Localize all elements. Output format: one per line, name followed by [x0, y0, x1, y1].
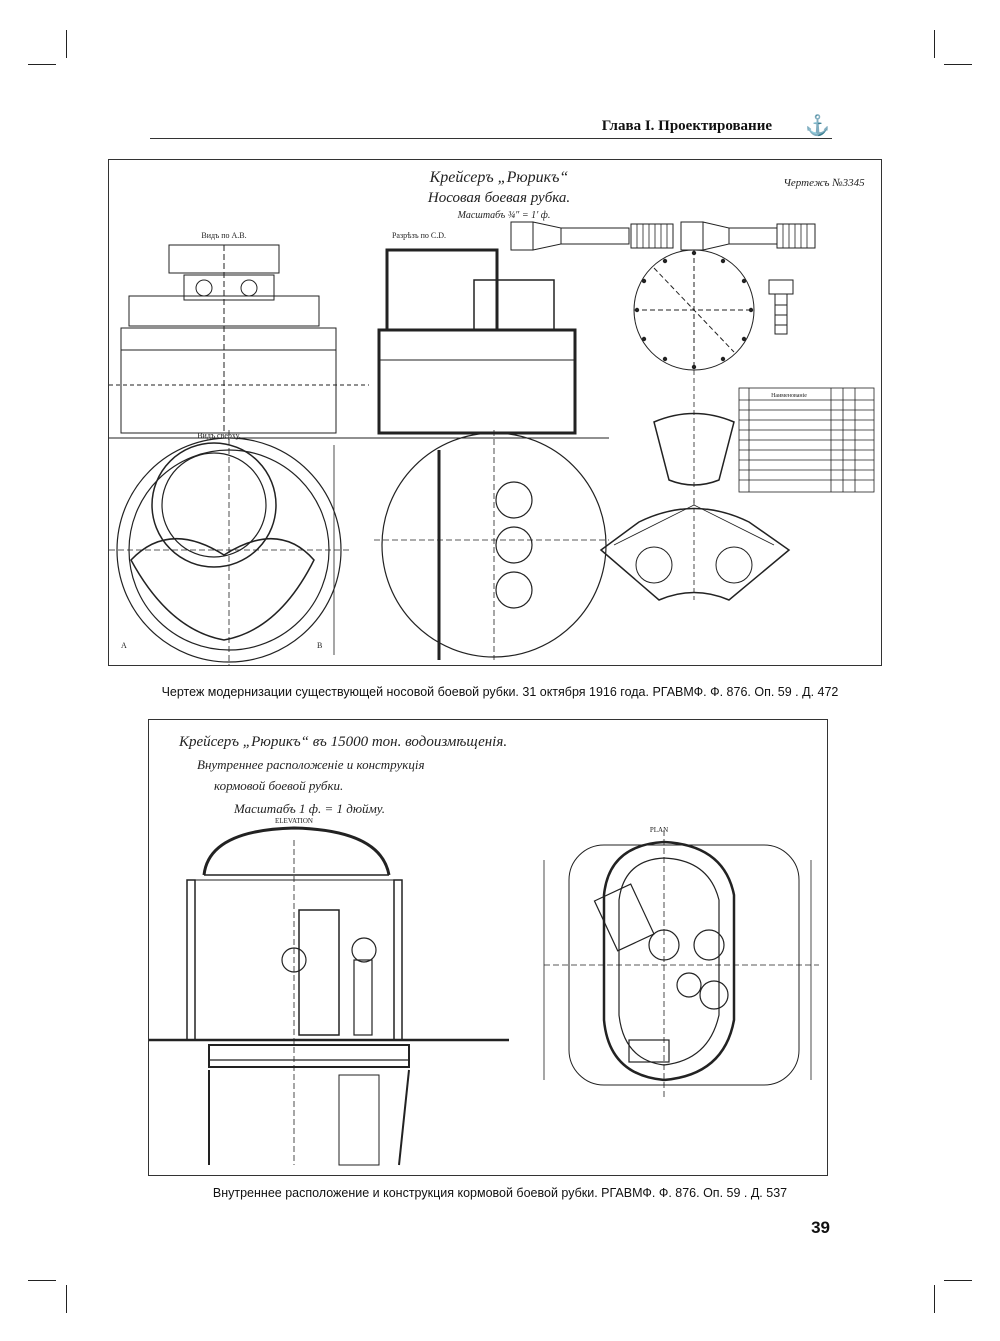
crop-mark [944, 1280, 972, 1281]
drawing-number: Чертежъ №3345 [783, 177, 865, 189]
crop-mark [934, 1285, 935, 1313]
crop-mark [28, 1280, 56, 1281]
drawing-2-svg: Крейсеръ „Рюрикъ“ въ 15000 тон. водоизмѣ… [149, 734, 819, 1166]
elevation-label: ELEVATION [275, 817, 313, 825]
crop-mark [944, 64, 972, 65]
crop-mark [934, 30, 935, 58]
drawing2-subtitle: Внутреннее расположенiе и конструкцiя [197, 757, 425, 772]
anchor-icon: ⚓ [805, 115, 830, 137]
section-label-cd: Разрѣзъ по С.D. [392, 231, 446, 240]
figure-caption-2: Внутреннее расположение и конструкция ко… [212, 1186, 788, 1200]
figure-bow-conning-tower-drawing: Крейсеръ „Рюрикъ“ Носовая боевая рубка. … [108, 159, 882, 666]
crop-mark [28, 64, 56, 65]
figure-caption-1: Чертеж модернизации существующей носовой… [161, 685, 839, 699]
drawing2-subtitle-2: кормовой боевой рубки. [214, 778, 343, 793]
running-header: Глава I. Проектирование ⚓ [150, 112, 832, 139]
section-marker-b: В [317, 641, 322, 650]
crop-mark [66, 30, 67, 58]
view-label-ab: Видъ по А.В. [201, 231, 246, 240]
section-marker-a: А [121, 641, 127, 650]
view-label-top: Видъ сверху. [197, 431, 241, 440]
crop-mark [66, 1285, 67, 1313]
drawing-subtitle: Носовая боевая рубка. [427, 190, 570, 206]
chapter-title: Глава I. Проектирование [601, 118, 772, 134]
drawing2-scale: Масштабъ 1 ф. = 1 дюйму. [233, 801, 385, 816]
page-number: 39 [811, 1218, 830, 1237]
drawing2-title: Крейсеръ „Рюрикъ“ въ 15000 тон. водоизмѣ… [178, 734, 507, 750]
figure-aft-conning-tower-drawing: Крейсеръ „Рюрикъ“ въ 15000 тон. водоизмѣ… [148, 719, 828, 1176]
drawing-1-svg: Крейсеръ „Рюрикъ“ Носовая боевая рубка. … [109, 169, 875, 665]
plan-label: PLAN [650, 826, 668, 834]
drawing-scale: Масштабъ ¾" = 1' ф. [457, 210, 551, 221]
parts-table-header: Наименованiе [771, 393, 807, 399]
drawing-title: Крейсеръ „Рюрикъ“ [429, 169, 569, 186]
